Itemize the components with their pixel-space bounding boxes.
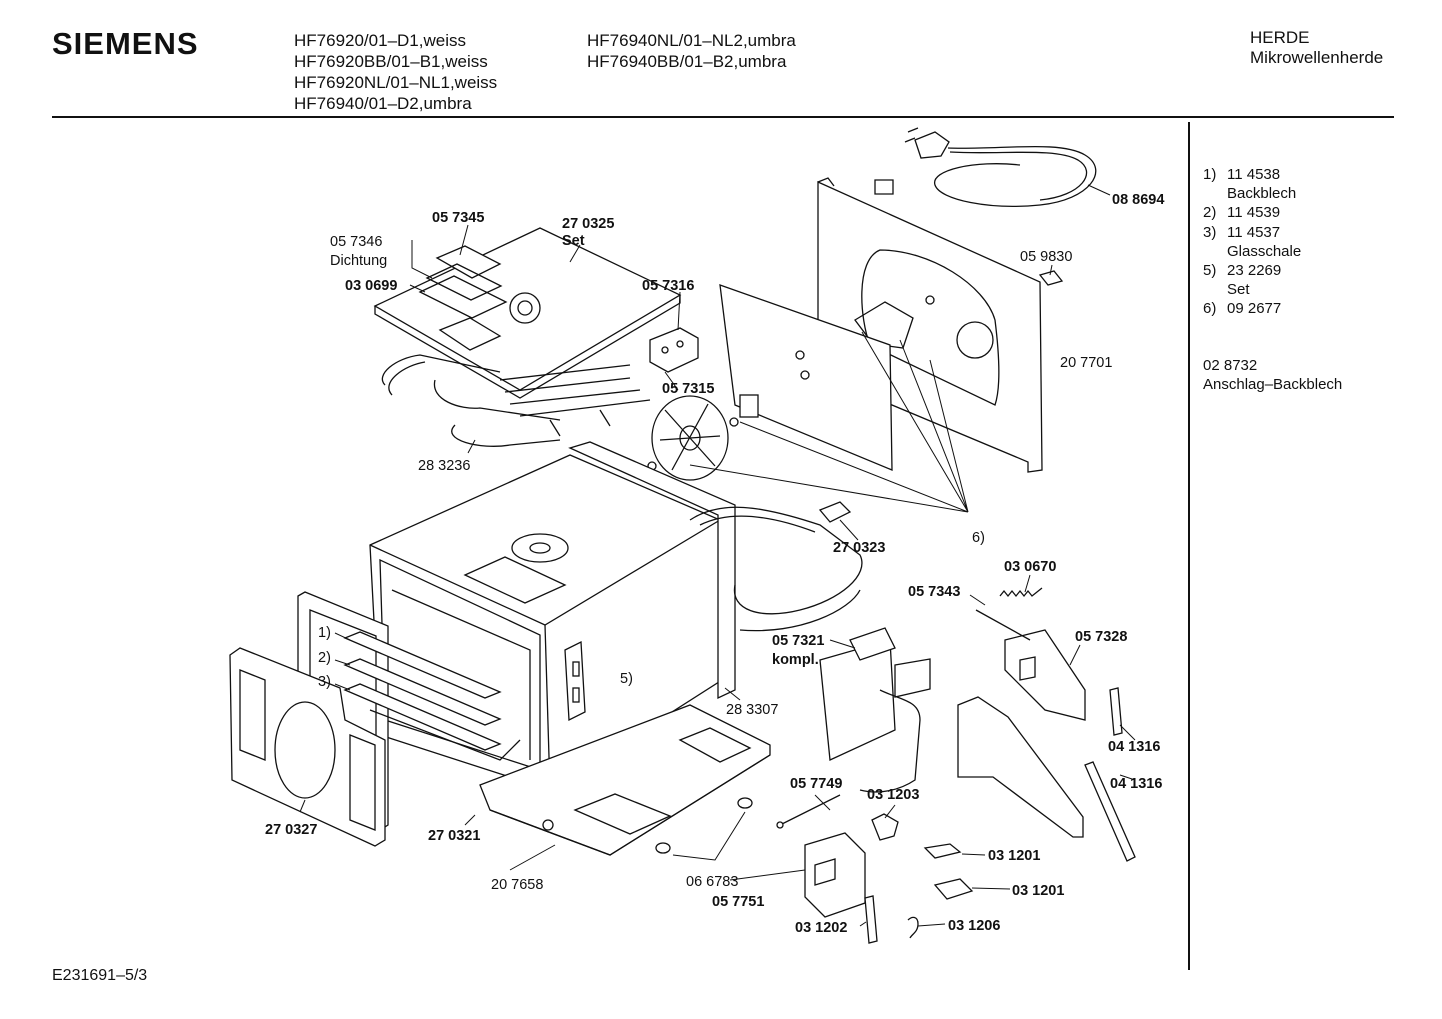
part-label: 04 1316 — [1108, 739, 1160, 755]
part-label: 5) — [620, 671, 633, 687]
part-label: 2) — [318, 650, 331, 666]
part-label: 05 9830 — [1020, 249, 1072, 265]
legend-row: 3) 11 4537 — [1203, 223, 1301, 242]
legend-key: 5) — [1203, 262, 1217, 280]
legend-key: 6) — [1203, 300, 1217, 318]
part-label: 04 1316 — [1110, 776, 1162, 792]
door-latch-part — [804, 832, 866, 918]
part-label: 03 1203 — [867, 787, 919, 803]
part-label: 20 7701 — [1060, 355, 1112, 371]
part-label: 28 3236 — [418, 458, 470, 474]
legend-number: 11 4537 — [1227, 223, 1281, 241]
part-label: 05 7321 — [772, 633, 824, 649]
side-bracket-part — [957, 687, 1136, 862]
part-label: 27 0321 — [428, 828, 480, 844]
fan-wheel-part — [647, 395, 739, 481]
legend-desc: Backblech — [1227, 185, 1297, 203]
legend-key: 1) — [1203, 166, 1217, 183]
part-label: 20 7658 — [491, 877, 543, 893]
part-label: Set — [562, 233, 585, 249]
legend-desc: Glasschale — [1227, 242, 1302, 260]
model-list-right: HF76940NL/01–NL2,umbra HF76940BB/01–B2,u… — [587, 30, 796, 72]
part-label: 08 8694 — [1112, 192, 1164, 208]
part-labels: 05 7346 Dichtung 05 7345 27 0325 Set 03 … — [265, 192, 1164, 936]
part-label: 05 7346 — [330, 234, 382, 250]
legend-number: 11 4538 — [1227, 166, 1281, 183]
part-label: 27 0327 — [265, 822, 317, 838]
part-label: 05 7751 — [712, 894, 764, 910]
legend-row: 2) 11 4539 — [1203, 203, 1301, 222]
category-subtitle: Mikrowellenherde — [1250, 48, 1384, 67]
legend-key: 3) — [1203, 223, 1217, 241]
model-line: HF76920NL/01–NL1,weiss — [294, 73, 498, 92]
heating-element-part — [381, 354, 651, 447]
leader-lines — [299, 184, 1136, 927]
part-label: 03 1201 — [988, 848, 1040, 864]
control-board-part — [819, 627, 931, 793]
part-label: 03 0699 — [345, 278, 397, 294]
legend-number: 09 2677 — [1227, 300, 1282, 318]
base-plate-part — [479, 704, 771, 856]
part-label: 3) — [318, 674, 331, 690]
legend-number: 23 2269 — [1227, 262, 1282, 280]
model-list-left: HF76920/01–D1,weiss HF76920BB/01–B1,weis… — [294, 30, 497, 114]
hinge-part — [1004, 629, 1086, 721]
small-parts — [655, 270, 1064, 944]
legend-divider — [1188, 122, 1190, 970]
model-line: HF76920BB/01–B1,weiss — [294, 52, 488, 71]
extra-note: 02 8732 Anschlag–Backblech — [1203, 356, 1342, 394]
part-label: 05 7345 — [432, 210, 484, 226]
legend-row: 5) 23 2269 — [1203, 261, 1301, 280]
part-label: 03 1201 — [1012, 883, 1064, 899]
part-label: 03 1206 — [948, 918, 1000, 934]
model-line: HF76940BB/01–B2,umbra — [587, 52, 787, 71]
part-label: 05 7328 — [1075, 629, 1127, 645]
note-desc: Anschlag–Backblech — [1203, 376, 1343, 393]
legend-row: Set — [1203, 280, 1301, 299]
legend-key: 2) — [1203, 204, 1217, 222]
insulation-part — [568, 441, 736, 700]
spring-part — [975, 587, 1043, 641]
legend-row: 6) 09 2677 — [1203, 299, 1301, 318]
part-label: 05 7316 — [642, 278, 694, 294]
brand-logo: SIEMENS — [52, 26, 199, 61]
lower-heating-element-part — [689, 501, 863, 632]
legend-row: Glasschale — [1203, 242, 1301, 261]
legend-desc: Set — [1227, 281, 1250, 299]
part-label: 1) — [318, 625, 331, 641]
model-line: HF76920/01–D1,weiss — [294, 31, 466, 50]
top-cover-part — [373, 227, 682, 399]
baking-tray-parts — [343, 631, 521, 761]
part-label: Dichtung — [330, 253, 387, 269]
part-label: 27 0323 — [833, 540, 885, 556]
part-label: 03 0670 — [1004, 559, 1056, 575]
part-label: 05 7315 — [662, 381, 714, 397]
part-label: 27 0325 — [562, 216, 614, 232]
legend-row: Backblech — [1203, 184, 1301, 203]
model-line: HF76940NL/01–NL2,umbra — [587, 31, 796, 50]
door-panel-part — [229, 647, 386, 847]
part-label: 05 7343 — [908, 584, 960, 600]
part-label: 05 7749 — [790, 776, 842, 792]
legend-list: 1)11 4538 Backblech 2)11 4539 3)11 4537 … — [1203, 165, 1301, 319]
part-label: 6) — [972, 530, 985, 546]
part-label: 28 3307 — [726, 702, 778, 718]
header-divider — [52, 116, 1394, 118]
legend-number: 11 4539 — [1227, 204, 1281, 222]
note-number: 02 8732 — [1203, 357, 1258, 374]
legend-row: 1) 11 4538 — [1203, 165, 1301, 184]
part-label: kompl. — [772, 652, 819, 668]
part-label: 03 1202 — [795, 920, 847, 936]
model-line: HF76940/01–D2,umbra — [294, 94, 472, 113]
drawing-number: E231691–5/3 — [52, 967, 148, 984]
fan-cover-plate-part — [719, 284, 893, 471]
category-block: HERDE Mikrowellenherde — [1250, 28, 1383, 68]
part-label: 06 6783 — [686, 874, 738, 890]
category-title: HERDE — [1250, 28, 1310, 47]
bracket-part — [649, 327, 699, 373]
power-cord-part — [874, 127, 1097, 207]
